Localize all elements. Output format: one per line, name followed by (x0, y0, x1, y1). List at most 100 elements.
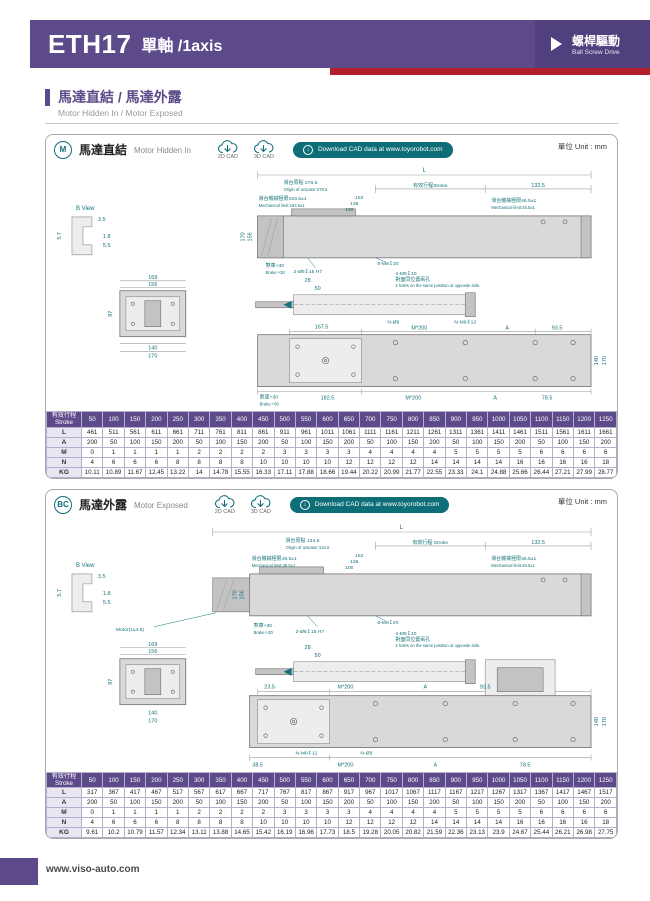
spec-cell: 100 (123, 797, 147, 809)
row-label: N (46, 817, 82, 829)
spec-cell: 2 (209, 807, 232, 819)
stroke-value-cell: 800 (401, 772, 425, 789)
spec-cell: 8 (209, 456, 232, 468)
row-label: L (46, 426, 82, 438)
spec-cell: 10 (252, 456, 275, 468)
spec-cell: 22.55 (423, 466, 446, 478)
spec-cell: 50 (187, 436, 211, 448)
spec-cell: 1611 (572, 426, 596, 438)
spec-cell: 50 (530, 797, 553, 809)
spec-cell: 961 (294, 426, 318, 438)
section-title: 馬達直結 / 馬達外露 (45, 89, 618, 106)
cad-2d-download[interactable]: 2D CAD (216, 139, 240, 160)
stroke-value-cell: 1200 (572, 411, 596, 428)
spec-cell: 1417 (551, 787, 574, 799)
dim-100: 100 (345, 207, 354, 213)
slider-plate (257, 698, 330, 744)
spec-cell: 1261 (423, 426, 446, 438)
spec-cell: 16 (572, 817, 596, 829)
callout-side-en: 2 holes on the same position at opposite… (395, 642, 480, 647)
stroke-value-cell: 950 (466, 411, 489, 428)
spec-cell: 8 (166, 456, 189, 468)
brake-label2-en: Brake:+30 (260, 401, 280, 406)
spec-cell: 811 (230, 426, 254, 438)
cad-3d-download[interactable]: 3D CAD (252, 139, 276, 160)
cad-2d-download[interactable]: 2D CAD (213, 494, 237, 515)
end-dim-140: 140 (148, 345, 157, 351)
spec-cell: 150 (487, 797, 510, 809)
callout-side-en: 2 holes on the same position at opposite… (395, 283, 480, 288)
spec-cell: 150 (316, 436, 339, 448)
spec-cell: 5 (466, 807, 489, 819)
spec-cell: 19.44 (337, 466, 361, 478)
plan-dim-78-5: 78.5 (542, 395, 553, 401)
spec-cell: 3 (316, 807, 339, 819)
drive-type-en: Ball Screw Drive (571, 49, 620, 56)
dim-170-side: 170 (241, 232, 247, 241)
section-heading: 馬達直結 / 馬達外露 Motor Hidden In / Motor Expo… (45, 89, 618, 124)
spec-cell: 6 (123, 817, 147, 829)
stroke-corner-zh: 有效行程 (51, 412, 77, 420)
stroke-value-cell: 1250 (594, 772, 617, 789)
spec-cell: 12.34 (166, 827, 189, 839)
stroke-value-cell: 100 (102, 411, 125, 428)
stroke-value-cell: 500 (273, 772, 296, 789)
spec-cell: 1117 (423, 787, 446, 799)
spec-cell: 14 (487, 817, 510, 829)
spec-cell: 17.88 (294, 466, 318, 478)
spec-cell: 100 (380, 797, 403, 809)
spec-cell: 14.78 (209, 466, 232, 478)
download-cad-link[interactable]: ↓ Download CAD data at www.toyorobot.com (289, 496, 450, 513)
cad-3d-download[interactable]: 3D CAD (249, 494, 273, 515)
stroke-value-cell: 500 (273, 411, 296, 428)
spec-cell: 150 (572, 797, 596, 809)
motor-label: Motor(114.5) (116, 626, 145, 632)
spec-cell: 14 (187, 466, 211, 478)
spec-cell: 22.36 (444, 827, 468, 839)
plan-dim-a: A (423, 684, 427, 690)
spec-cell: 3 (316, 446, 339, 458)
panel-title-zh: 馬達外露 (79, 498, 128, 513)
spec-cell: 711 (187, 426, 211, 438)
spec-cell: 1011 (316, 426, 339, 438)
spec-cell: 4 (380, 446, 403, 458)
spec-cell: 461 (80, 426, 104, 438)
callout-side-holes: 4-M5↧10 (395, 271, 416, 277)
spec-cell: 17.73 (316, 827, 339, 839)
spec-cell: 16 (530, 456, 553, 468)
spec-cell: 5 (508, 807, 532, 819)
spec-cell: 1 (145, 446, 168, 458)
dim-156-side: 156 (240, 590, 246, 599)
spec-cell: 10.11 (80, 466, 104, 478)
callout-side-zh: 對面同位置兩孔 (395, 276, 430, 283)
cad-2d-label: 2D CAD (217, 153, 239, 160)
stroke-value-cell: 100 (102, 772, 125, 789)
plan-dim-a-bottom: A (493, 395, 497, 401)
panel-badge-m: M (54, 140, 72, 159)
spec-cell: 150 (401, 436, 425, 448)
plan-dim-38-5: 38.5 (252, 762, 263, 768)
rod-dim-50: 50 (315, 286, 321, 292)
plan-dim-m200: M*200 (411, 325, 427, 331)
spec-cell: 4 (401, 807, 425, 819)
b-view-label: B View (76, 206, 95, 212)
stroke-label: 有效行程 Stroke (412, 539, 448, 546)
download-cad-link[interactable]: ↓ Download CAD data at www.toyorobot.com (292, 141, 453, 158)
dim-136: 136 (350, 201, 359, 207)
panel-title-zh: 馬達直結 (79, 143, 128, 158)
spec-cell: 817 (294, 787, 318, 799)
stroke-label: 有效行程Stroke (413, 182, 448, 189)
spec-cell: 16 (572, 456, 596, 468)
mech-limit-right-en: Mechanical limit:46.5±1 (491, 563, 535, 568)
spec-cell: 50 (273, 436, 296, 448)
spec-cell: 25.66 (508, 466, 532, 478)
spec-cell: 12 (359, 817, 382, 829)
spec-cell: 4 (423, 807, 446, 819)
dim-136: 136 (350, 559, 359, 565)
slider-plate (289, 338, 362, 383)
spec-cell: 100 (209, 436, 232, 448)
spec-cell: 10 (273, 817, 296, 829)
spec-cell: 0 (80, 807, 104, 819)
spec-cell: 26.44 (530, 466, 553, 478)
